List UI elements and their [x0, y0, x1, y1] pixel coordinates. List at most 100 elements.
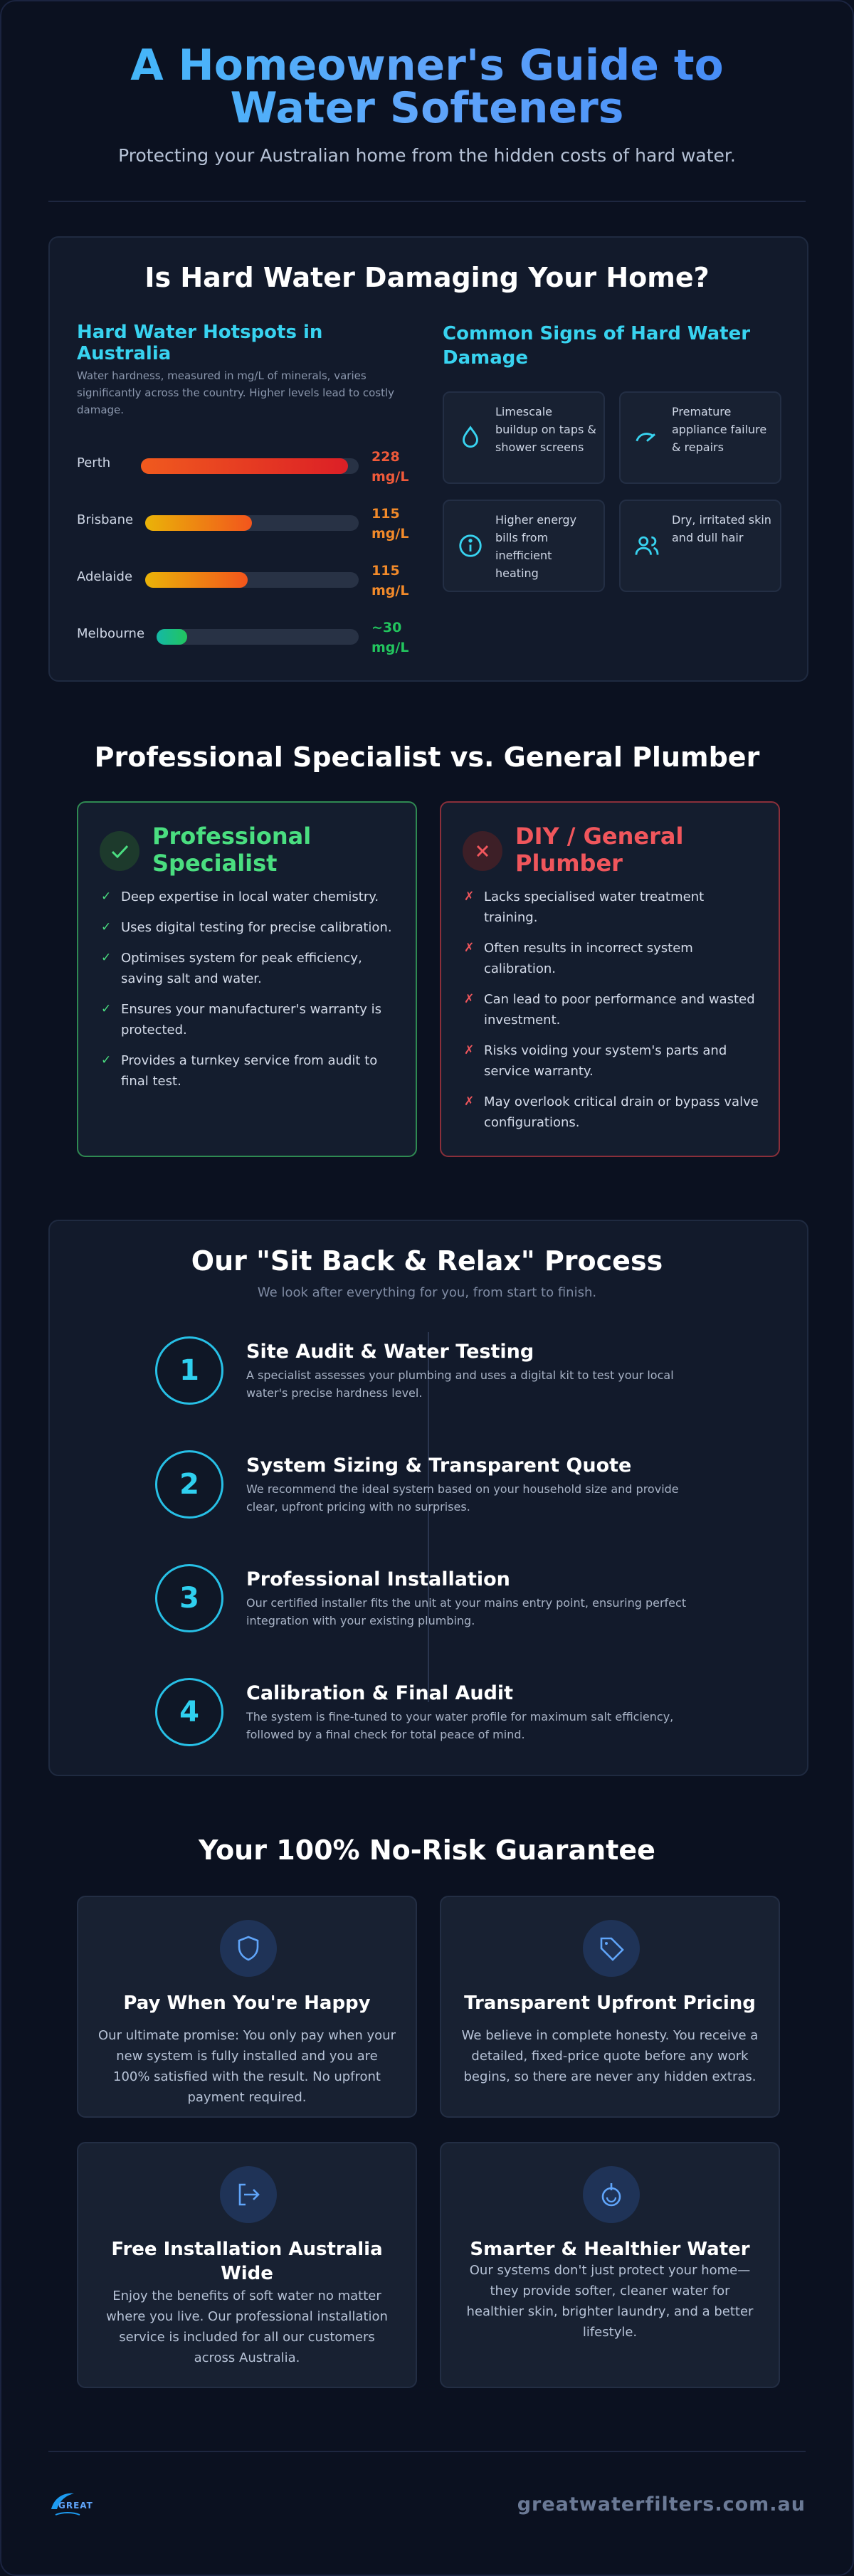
check-icon — [100, 831, 139, 871]
hotspot-row: Adelaide 115 mg/L — [77, 563, 411, 598]
divider — [48, 2451, 806, 2452]
diy-heading: DIY / General Plumber — [515, 823, 684, 877]
water-drop-icon — [583, 2166, 640, 2223]
guarantee-card-desc: We believe in complete honesty. You rece… — [461, 2028, 759, 2084]
page-subtitle: Protecting your Australian home from the… — [118, 145, 736, 166]
sign-text: Limescale buildup on taps & shower scree… — [495, 405, 596, 454]
footer-website-link[interactable]: greatwaterfilters.com.au — [517, 2493, 806, 2516]
hotspot-value: 228 mg/L — [371, 449, 409, 485]
list-item-text: Risks voiding your system's parts and se… — [484, 1043, 727, 1079]
list-item: ✓ Uses digital testing for precise calibr… — [100, 917, 399, 938]
list-item: ✗ Risks voiding your system's parts and s… — [463, 1040, 761, 1082]
process-subtitle: We look after everything for you, from s… — [257, 1285, 597, 1300]
hotspot-city: Perth — [77, 455, 111, 470]
hotspot-bar-track — [145, 515, 359, 531]
list-item: ✗ May overlook critical drain or bypass v… — [463, 1092, 761, 1133]
step-number: 2 — [155, 1450, 223, 1519]
hotspots-heading: Hard Water Hotspots in Australia — [77, 322, 323, 364]
guarantee-card-title: Smarter & Healthier Water — [470, 2239, 750, 2260]
tag-icon — [583, 1920, 640, 1977]
step-number: 3 — [155, 1564, 223, 1632]
damage-title: Is Hard Water Damaging Your Home? — [144, 262, 710, 293]
hotspots-intro: Water hardness, measured in mg/L of mine… — [77, 369, 395, 416]
pro-heading: Professional Specialist — [152, 823, 312, 877]
guarantee-card-desc: Our ultimate promise: You only pay when … — [98, 2028, 396, 2105]
sign-card-energy: Higher energy bills from inefficient hea… — [443, 500, 605, 592]
close-icon — [463, 831, 502, 871]
hotspot-value: ~30 mg/L — [371, 620, 409, 655]
step-description: The system is fine-tuned to your water p… — [246, 1710, 674, 1741]
guarantee-card-desc: Our systems don't just protect your home… — [466, 2263, 754, 2340]
list-item-text: Uses digital testing for precise calibra… — [121, 920, 392, 935]
step-description: Our certified installer fits the unit at… — [246, 1596, 687, 1627]
info-icon — [459, 534, 482, 557]
list-item: ✓ Deep expertise in local water chemistry… — [100, 887, 399, 907]
step-number: 4 — [155, 1678, 223, 1746]
check-mark-icon: ✓ — [101, 1002, 112, 1016]
list-item: ✓Ensures your manufacturer's warranty is… — [100, 999, 399, 1040]
hotspot-bar-fill — [157, 629, 187, 645]
logo-wave-icon — [51, 2493, 80, 2516]
guarantee-card-title: Free Installation Australia Wide — [111, 2239, 383, 2284]
divider — [48, 201, 806, 202]
guarantee-card-title: Pay When You're Happy — [123, 1992, 371, 2014]
guarantee-card-installation: Free Installation Australia Wide Enjoy t… — [77, 2142, 417, 2388]
cross-mark-icon: ✗ — [464, 890, 475, 904]
cross-mark-icon: ✗ — [464, 1043, 475, 1057]
diy-list: ✗Lacks specialised water treatment train… — [463, 887, 761, 1143]
list-item-text: Deep expertise in local water chemistry. — [121, 890, 379, 904]
users-icon — [635, 536, 659, 555]
list-item-text: May overlook critical drain or bypass va… — [484, 1094, 759, 1130]
logo-text: GREAT — [58, 2501, 93, 2511]
check-mark-icon: ✓ — [101, 920, 112, 934]
page-title: A Homeowner's Guide to Water Softeners — [1, 44, 853, 130]
cross-mark-icon: ✗ — [464, 1094, 475, 1109]
timeline-line — [428, 1332, 429, 1702]
gauge-icon — [636, 433, 656, 442]
sign-text: Dry, irritated skin and dull hair — [672, 513, 771, 544]
sign-card-limescale: Limescale buildup on taps & shower scree… — [443, 391, 605, 484]
diy-card: DIY / General Plumber ✗Lacks specialised… — [440, 801, 780, 1157]
list-item: ✓Optimises system for peak efficiency, s… — [100, 948, 399, 989]
check-mark-icon: ✓ — [101, 1053, 112, 1067]
signs-heading: Common Signs of Hard Water Damage — [443, 323, 751, 369]
brand-logo: GREAT — [48, 2488, 105, 2519]
hotspot-city: Melbourne — [77, 626, 145, 641]
sign-in-icon — [220, 2166, 277, 2223]
guarantee-card-desc: Enjoy the benefits of soft water no matt… — [106, 2289, 388, 2365]
droplet-icon — [463, 426, 478, 448]
hotspot-city: Brisbane — [77, 512, 134, 527]
guarantee-card-title: Transparent Upfront Pricing — [464, 1992, 756, 2014]
hotspot-bar-track — [145, 572, 359, 588]
list-item-text: Optimises system for peak efficiency, sa… — [121, 951, 362, 986]
hotspot-bar-fill — [145, 515, 252, 531]
list-item: ✓ Provides a turnkey service from audit t… — [100, 1050, 399, 1092]
step-title: Site Audit & Water Testing — [246, 1341, 534, 1363]
sign-card-appliance: Premature appliance failure & repairs — [619, 391, 781, 484]
list-item-text: Provides a turnkey service from audit to… — [121, 1053, 378, 1089]
guarantee-card-pricing: Transparent Upfront Pricing We believe i… — [440, 1896, 780, 2118]
list-item: ✗Often results in incorrect system calib… — [463, 938, 761, 979]
hotspot-city: Adelaide — [77, 569, 133, 584]
process-title: Our "Sit Back & Relax" Process — [191, 1245, 663, 1277]
check-mark-icon: ✓ — [101, 890, 112, 904]
cross-mark-icon: ✗ — [464, 992, 475, 1006]
sign-text: Premature appliance failure & repairs — [672, 405, 767, 454]
guarantee-card-water: Smarter & Healthier Water Our systems do… — [440, 2142, 780, 2388]
cross-mark-icon: ✗ — [464, 941, 475, 955]
hotspot-value: 115 mg/L — [371, 563, 409, 598]
list-item-text: Can lead to poor performance and wasted … — [484, 992, 755, 1028]
hotspot-row: Perth 228 mg/L — [77, 449, 411, 485]
sign-text: Higher energy bills from inefficient hea… — [495, 513, 577, 580]
step-title: System Sizing & Transparent Quote — [246, 1455, 632, 1477]
guarantee-card-pay: Pay When You're Happy Our ultimate promi… — [77, 1896, 417, 2118]
list-item: ✗Lacks specialised water treatment train… — [463, 887, 761, 928]
hotspot-row: Melbourne ~30 mg/L — [77, 620, 411, 655]
step-title: Professional Installation — [246, 1568, 510, 1590]
compare-title: Professional Specialist vs. General Plum… — [94, 741, 760, 773]
hotspot-bar-track — [157, 629, 359, 645]
pro-list: ✓ Deep expertise in local water chemistry… — [100, 887, 399, 1102]
sign-card-skin: Dry, irritated skin and dull hair — [619, 500, 781, 592]
